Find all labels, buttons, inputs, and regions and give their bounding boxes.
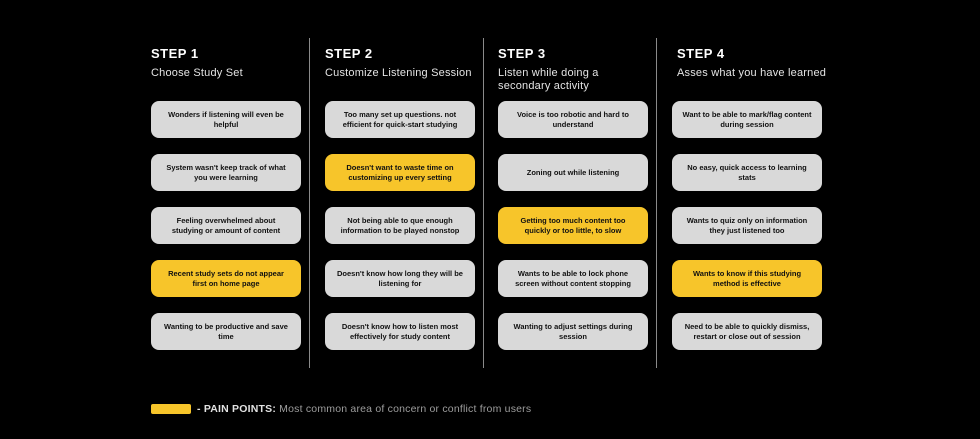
- pain-card: Wants to know if this studying method is…: [672, 260, 822, 297]
- column-divider: [656, 38, 657, 368]
- column-divider: [309, 38, 310, 368]
- legend-label: - PAIN POINTS:: [197, 403, 277, 415]
- step-label: STEP 4: [677, 46, 725, 61]
- pain-card: Wants to quiz only on information they j…: [672, 207, 822, 244]
- step-label: STEP 3: [498, 46, 546, 61]
- pain-card: Doesn't know how to listen most effectiv…: [325, 313, 475, 350]
- legend-swatch: [151, 404, 191, 414]
- step-title: Listen while doing a secondary activity: [498, 67, 599, 92]
- pain-card: Need to be able to quickly dismiss, rest…: [672, 313, 822, 350]
- column-divider: [483, 38, 484, 368]
- pain-card: Getting too much content too quickly or …: [498, 207, 648, 244]
- step-label: STEP 2: [325, 46, 373, 61]
- pain-card: Feeling overwhelmed about studying or am…: [151, 207, 301, 244]
- step-title: Asses what you have learned: [677, 67, 827, 79]
- step-label: STEP 1: [151, 46, 199, 61]
- pain-card: Recent study sets do not appear first on…: [151, 260, 301, 297]
- pain-card: No easy, quick access to learning stats: [672, 154, 822, 191]
- pain-card: Too many set up questions. not efficient…: [325, 101, 475, 138]
- legend: - PAIN POINTS: Most common area of conce…: [151, 403, 531, 415]
- step-column: STEP 2 Customize Listening Session: [325, 46, 477, 80]
- pain-card: Wanting to adjust settings during sessio…: [498, 313, 648, 350]
- pain-card: Doesn't want to waste time on customizin…: [325, 154, 475, 191]
- step-column: STEP 4 Asses what you have learned: [677, 46, 829, 80]
- step-title: Choose Study Set: [151, 67, 243, 79]
- legend-description: Most common area of concern or conflict …: [279, 403, 532, 415]
- pain-card: Wants to be able to lock phone screen wi…: [498, 260, 648, 297]
- step-title: Customize Listening Session: [325, 67, 472, 79]
- step-column: STEP 1 Choose Study Set: [151, 46, 303, 80]
- step-column: STEP 3 Listen while doing a secondary ac…: [498, 46, 650, 93]
- pain-card: Want to be able to mark/flag content dur…: [672, 101, 822, 138]
- pain-card: Zoning out while listening: [498, 154, 648, 191]
- pain-card: Wanting to be productive and save time: [151, 313, 301, 350]
- pain-card: Voice is too robotic and hard to underst…: [498, 101, 648, 138]
- pain-card: Doesn't know how long they will be liste…: [325, 260, 475, 297]
- legend-text: - PAIN POINTS: Most common area of conce…: [197, 403, 531, 415]
- pain-card: System wasn't keep track of what you wer…: [151, 154, 301, 191]
- pain-card: Not being able to que enough information…: [325, 207, 475, 244]
- pain-card: Wonders if listening will even be helpfu…: [151, 101, 301, 138]
